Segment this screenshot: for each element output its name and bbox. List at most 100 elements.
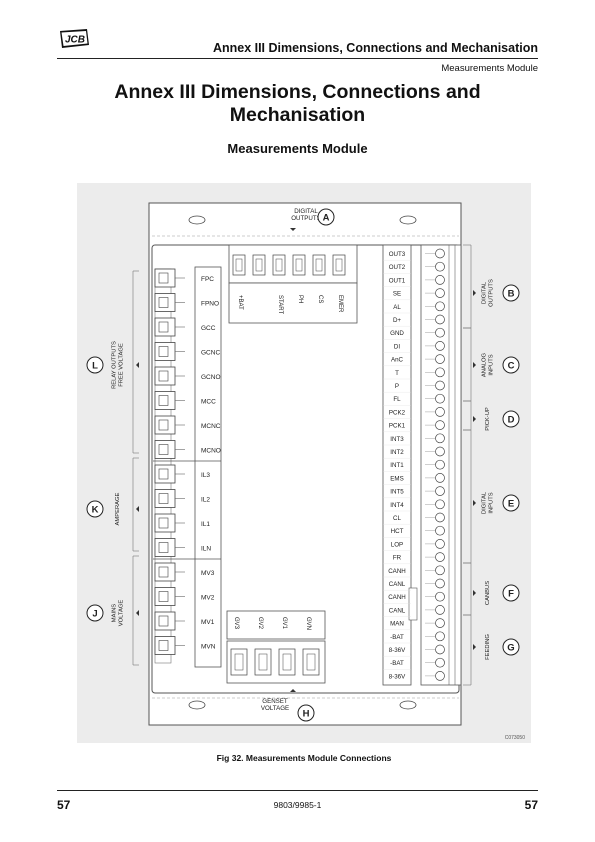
- callout-circle: [297, 704, 315, 722]
- left-terminal-slot: [158, 566, 169, 578]
- bottom-terminal-label: GV3: [233, 617, 239, 630]
- mounting-hole: [399, 215, 417, 225]
- right-terminal-label: OUT1: [389, 277, 406, 284]
- callout-letter: K: [92, 505, 99, 516]
- callout-circle: [317, 208, 335, 226]
- right-terminal-screw: [435, 512, 445, 523]
- callout-arrow: [473, 590, 476, 596]
- right-terminal-label: GND: [390, 330, 404, 337]
- left-terminal-slot: [158, 640, 169, 651]
- bottom-terminal-slot: [306, 653, 316, 671]
- callout-letter: B: [508, 289, 515, 300]
- left-terminal-label: GCNO: [201, 374, 221, 381]
- left-label-strip: [194, 266, 222, 668]
- left-terminal-slot: [158, 370, 169, 382]
- group-label-right: INPUTS: [488, 492, 494, 513]
- logo-text: JCB: [65, 35, 85, 46]
- group-label-left: FREE VOLTAGE: [118, 343, 124, 387]
- callout-letter: J: [92, 609, 97, 620]
- top-terminal-slot: [255, 258, 263, 272]
- page-title: Annex III Dimensions, Connections and Me…: [114, 81, 481, 126]
- callout-circle: [502, 494, 520, 512]
- footer-rule: [57, 790, 538, 791]
- callout-circle: [86, 500, 104, 518]
- right-terminal-screw: [435, 473, 445, 483]
- callout-circle: [86, 356, 104, 374]
- right-terminal-label: CL: [393, 515, 401, 522]
- group-label-left: AMPERAGE: [115, 492, 121, 525]
- callout-arrow: [473, 416, 476, 422]
- right-terminal-label: INT4: [390, 502, 404, 509]
- callout-letter: A: [323, 213, 330, 224]
- right-terminal-screw: [435, 261, 445, 272]
- right-terminal-screw: [435, 565, 445, 576]
- right-terminal-screw: [435, 288, 445, 298]
- right-terminal-screw: [435, 327, 445, 338]
- left-terminal-label: FPC: [201, 276, 214, 283]
- left-terminal-slot: [158, 493, 169, 504]
- callout-circle: [502, 356, 520, 374]
- right-terminal-screw: [435, 499, 445, 510]
- callout-arrow: [136, 506, 139, 512]
- right-terminal-label: EMS: [390, 475, 403, 482]
- figure-caption: Fig 32. Measurements Module Connections: [216, 753, 392, 763]
- right-terminal-label: -BAT: [390, 660, 404, 667]
- right-terminal-screw: [435, 248, 445, 259]
- page-number-right: 57: [524, 798, 538, 812]
- mounting-hole: [399, 700, 417, 710]
- right-terminal-screw: [435, 380, 445, 391]
- right-terminal-label: CANH: [388, 568, 406, 575]
- left-terminal-slot: [158, 346, 169, 357]
- right-terminal-label: DI: [394, 343, 400, 350]
- callout-letter: C: [508, 361, 515, 372]
- right-terminal-screw: [435, 657, 445, 668]
- callout-letter: D: [508, 415, 515, 426]
- callout-letter: H: [303, 709, 310, 720]
- left-terminal-label: IL2: [201, 497, 210, 504]
- right-terminal-screw: [435, 433, 445, 444]
- top-label-strip: [228, 282, 358, 324]
- right-terminal-label: INT3: [390, 436, 404, 443]
- callout-arrow: [473, 290, 476, 296]
- left-terminal-slot: [158, 419, 169, 431]
- right-terminal-label: T: [395, 370, 399, 377]
- left-terminal-slot: [158, 591, 169, 602]
- group-label-right: DIGITAL: [482, 491, 488, 514]
- callout-arrow: [136, 362, 139, 368]
- header-rule: [57, 58, 538, 59]
- jcb-logo: JCB: [57, 28, 90, 49]
- left-terminal-label: GCNC: [201, 350, 220, 357]
- top-terminal-label: EMER: [337, 295, 343, 313]
- callout-arrow: [136, 610, 139, 616]
- callout-circle: [502, 638, 520, 656]
- page-number-left: 57: [57, 798, 71, 812]
- right-terminal-label: OUT2: [389, 264, 406, 271]
- right-terminal-label: CANH: [388, 594, 406, 601]
- callout-label-bottom: VOLTAGE: [261, 705, 289, 712]
- right-terminal-screw: [435, 393, 445, 404]
- right-terminal-screw: [435, 301, 445, 312]
- callout-arrow: [473, 500, 476, 506]
- right-terminal-screw: [435, 354, 445, 364]
- right-terminal-label: -BAT: [390, 634, 404, 641]
- right-terminal-screw: [435, 631, 445, 642]
- right-terminal-label: INT5: [390, 489, 404, 496]
- left-terminal-slot: [158, 321, 169, 333]
- right-terminal-screw: [435, 420, 445, 430]
- right-terminal-screw: [435, 367, 445, 378]
- right-terminal-label: AnC: [391, 357, 404, 364]
- group-label-right: PICK-UP: [485, 407, 491, 431]
- left-terminal-slot: [158, 615, 169, 627]
- figure-code: C073050: [505, 735, 526, 741]
- bottom-terminal-label: GV1: [281, 617, 287, 630]
- left-terminal-label: MV2: [201, 595, 215, 602]
- left-terminal-label: IL1: [201, 521, 210, 528]
- callout-arrow: [473, 362, 476, 368]
- left-terminal-slot: [158, 297, 169, 308]
- left-terminal-label: FPNO: [201, 301, 219, 308]
- top-terminal-label: +BAT: [237, 295, 243, 310]
- callout-letter: F: [508, 589, 514, 600]
- right-terminal-screw: [435, 591, 445, 602]
- left-terminal-label: MV1: [201, 619, 215, 626]
